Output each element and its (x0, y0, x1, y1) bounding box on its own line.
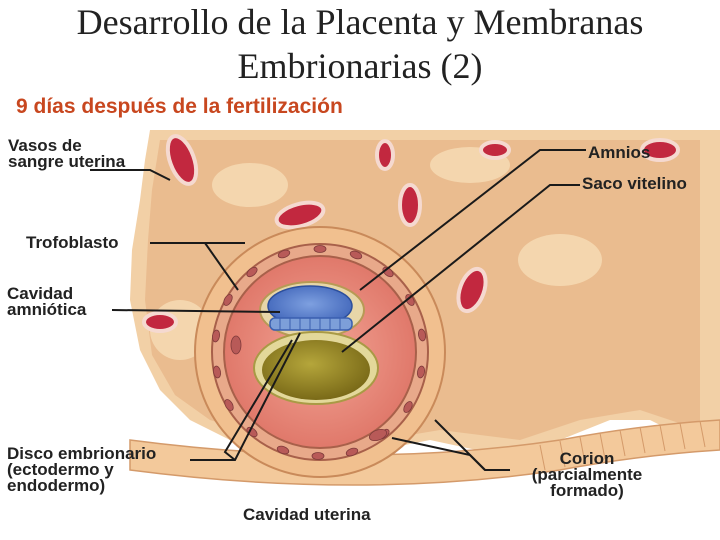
label-amniotic-cavity-line2: amniótica (7, 302, 86, 318)
label-trophoblast: Trofoblasto (26, 235, 119, 251)
tissue-patch (212, 163, 288, 207)
label-yolk-sac: Saco vitelino (582, 176, 687, 192)
label-uterine-cavity: Cavidad uterina (243, 507, 371, 523)
label-amnios: Amnios (588, 145, 650, 161)
label-chorion-line3: formado) (512, 483, 662, 499)
label-uterine-vessels: Vasos de sangre uterina (8, 138, 125, 170)
label-uterine-vessels-line2: sangre uterina (8, 154, 125, 170)
tissue-patch (518, 234, 602, 286)
yolk-sac-inner (262, 340, 370, 400)
label-embryonic-disc: Disco embrionario (ectodermo y endodermo… (7, 446, 156, 494)
label-amniotic-cavity: Cavidad amniótica (7, 286, 86, 318)
label-embryonic-disc-line3: endodermo) (7, 478, 156, 494)
label-chorion: Corion (parcialmente formado) (512, 451, 662, 499)
